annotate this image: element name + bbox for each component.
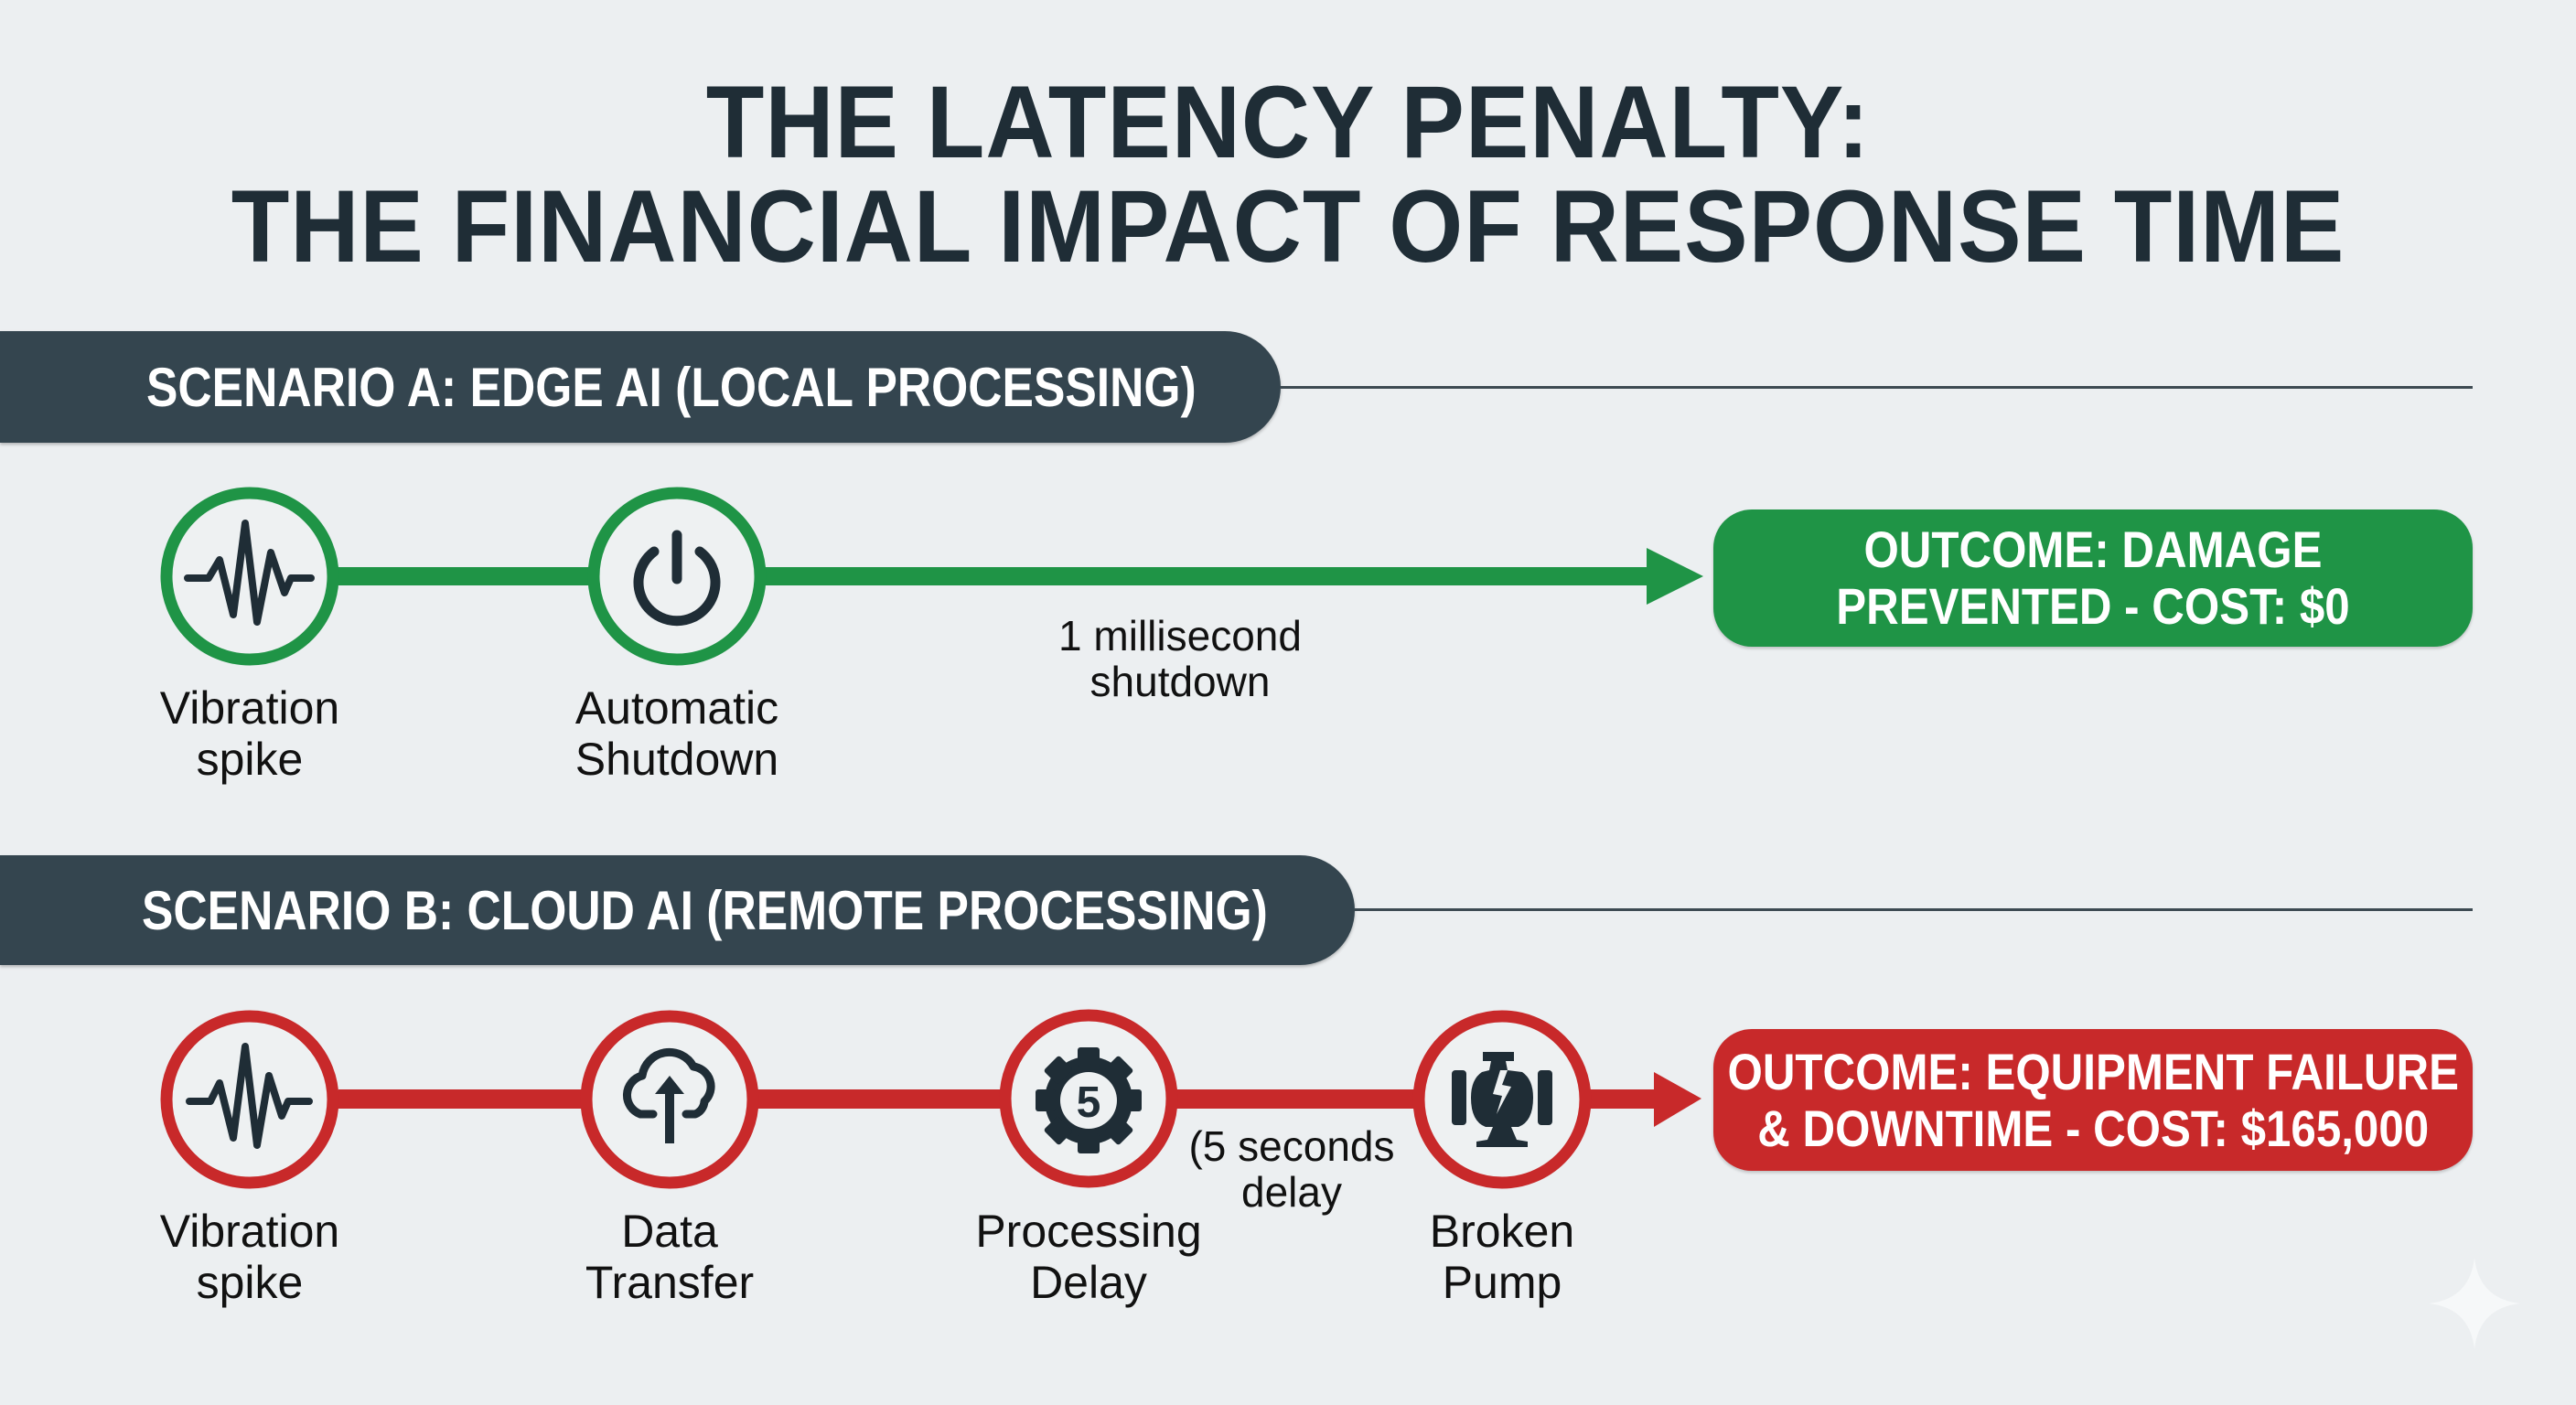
label-line: Vibration (159, 682, 340, 734)
vibration-waveform-icon (184, 520, 315, 626)
label-line: Processing (975, 1206, 1202, 1257)
scenario-b-outcome: OUTCOME: EQUIPMENT FAILURE & DOWNTIME - … (1713, 1029, 2473, 1171)
scenario-b-divider (1355, 908, 2473, 911)
delay-note-line: shutdown (1089, 658, 1271, 705)
scenario-a-step-1-label: Vibration spike (85, 682, 414, 785)
broken-pump-icon (1452, 1052, 1552, 1147)
scenario-a-node-vibration (160, 487, 339, 666)
gear-timer-icon: 5 (1036, 1047, 1142, 1153)
title-line-2: THE FINANCIAL IMPACT OF RESPONSE TIME (231, 169, 2345, 284)
scenario-b-node-processing-delay: 5 (999, 1009, 1178, 1188)
outcome-line: & DOWNTIME - COST: $165,000 (1757, 1099, 2429, 1157)
title-line-1: THE LATENCY PENALTY: (705, 65, 1871, 179)
scenario-b-node-data-transfer (580, 1010, 759, 1189)
scenario-b-step-4-label: Broken Pump (1337, 1206, 1667, 1308)
label-line: spike (196, 1257, 304, 1308)
scenario-b-node-broken-pump (1412, 1010, 1592, 1189)
label-line: Data (621, 1206, 718, 1257)
scenario-a-delay-note: 1 millisecond shutdown (1058, 613, 1302, 704)
scenario-a-banner: SCENARIO A: EDGE AI (LOCAL PROCESSING) (0, 331, 1281, 443)
label-line: Vibration (159, 1206, 340, 1257)
label-line: Delay (1030, 1257, 1147, 1308)
scenario-a-title: SCENARIO A: EDGE AI (LOCAL PROCESSING) (146, 356, 1197, 418)
outcome-line: OUTCOME: EQUIPMENT FAILURE (1727, 1042, 2459, 1100)
vibration-waveform-icon (186, 1043, 313, 1149)
power-icon (633, 530, 721, 627)
outcome-line: OUTCOME: DAMAGE (1863, 520, 2323, 578)
label-line: Pump (1442, 1257, 1562, 1308)
scenario-b-flow: 5 (160, 1009, 1701, 1189)
scenario-b-banner: SCENARIO B: CLOUD AI (REMOTE PROCESSING) (0, 855, 1355, 965)
scenario-a-node-shutdown (587, 487, 767, 666)
delay-note-line: delay (1241, 1168, 1342, 1216)
scenario-a-flow (160, 487, 1703, 666)
label-line: Shutdown (574, 734, 779, 785)
scenario-b-step-3-label: Processing Delay (924, 1206, 1253, 1308)
outcome-line: PREVENTED - COST: $0 (1836, 577, 2350, 635)
scenario-b-step-2-label: Data Transfer (505, 1206, 834, 1308)
label-line: Broken (1429, 1206, 1575, 1257)
delay-note-line: 1 millisecond (1058, 612, 1302, 660)
scenario-b-title: SCENARIO B: CLOUD AI (REMOTE PROCESSING) (142, 879, 1268, 941)
scenario-a-step-2-label: Automatic Shutdown (512, 682, 842, 785)
label-line: Transfer (585, 1257, 755, 1308)
sparkle-icon (2429, 1258, 2520, 1349)
scenario-b-step-1-label: Vibration spike (85, 1206, 414, 1308)
scenario-a-outcome: OUTCOME: DAMAGE PREVENTED - COST: $0 (1713, 509, 2473, 647)
gear-timer-value: 5 (1077, 1078, 1101, 1127)
scenario-b-node-vibration (160, 1010, 339, 1189)
scenario-a-connector (338, 567, 1656, 585)
cloud-upload-icon (622, 1047, 715, 1143)
delay-note-line: (5 seconds (1188, 1122, 1395, 1170)
scenario-a-divider (1281, 386, 2473, 389)
label-line: spike (196, 734, 304, 785)
label-line: Automatic (574, 682, 779, 734)
scenario-b-arrowhead (1654, 1072, 1701, 1127)
scenario-b-delay-note: (5 seconds delay (1188, 1123, 1394, 1215)
scenario-a-arrowhead (1647, 548, 1703, 605)
